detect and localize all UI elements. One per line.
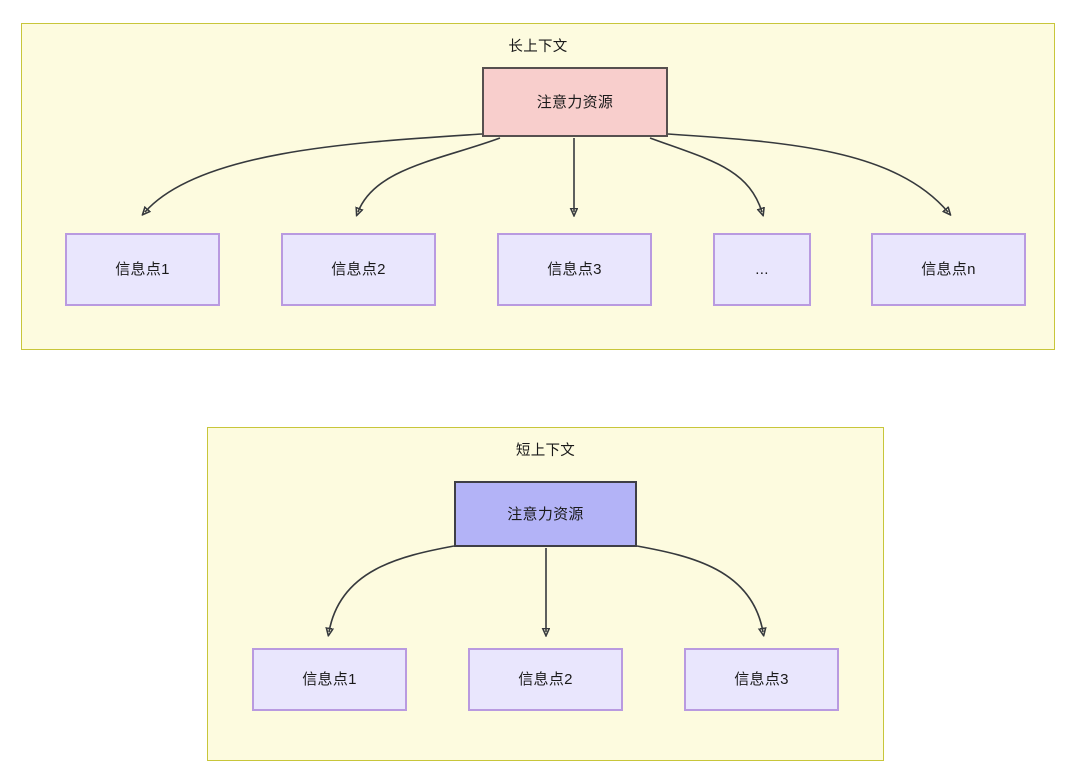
group-long-context-title: 长上下文: [508, 39, 568, 55]
node-short-info-2[interactable]: 信息点2: [468, 648, 623, 711]
node-long-info-1-label: 信息点1: [115, 261, 170, 278]
node-long-info-3-label: 信息点3: [547, 261, 602, 278]
node-long-info-ellipsis[interactable]: ...: [713, 233, 811, 306]
node-long-info-2-label: 信息点2: [331, 261, 386, 278]
node-long-info-n[interactable]: 信息点n: [871, 233, 1026, 306]
node-short-info-3[interactable]: 信息点3: [684, 648, 839, 711]
node-long-info-ellipsis-label: ...: [755, 261, 769, 278]
node-short-info-3-label: 信息点3: [734, 671, 789, 688]
node-long-info-3[interactable]: 信息点3: [497, 233, 652, 306]
node-short-info-2-label: 信息点2: [518, 671, 573, 688]
node-long-info-1[interactable]: 信息点1: [65, 233, 220, 306]
node-long-info-2[interactable]: 信息点2: [281, 233, 436, 306]
node-long-attention-resource[interactable]: 注意力资源: [482, 67, 668, 137]
node-long-info-n-label: 信息点n: [921, 261, 976, 278]
node-short-attention-resource[interactable]: 注意力资源: [454, 481, 637, 547]
group-short-context-title: 短上下文: [515, 443, 576, 459]
node-long-attention-resource-label: 注意力资源: [536, 93, 614, 111]
node-short-info-1[interactable]: 信息点1: [252, 648, 407, 711]
node-short-attention-resource-label: 注意力资源: [507, 505, 584, 523]
node-short-info-1-label: 信息点1: [302, 671, 357, 688]
